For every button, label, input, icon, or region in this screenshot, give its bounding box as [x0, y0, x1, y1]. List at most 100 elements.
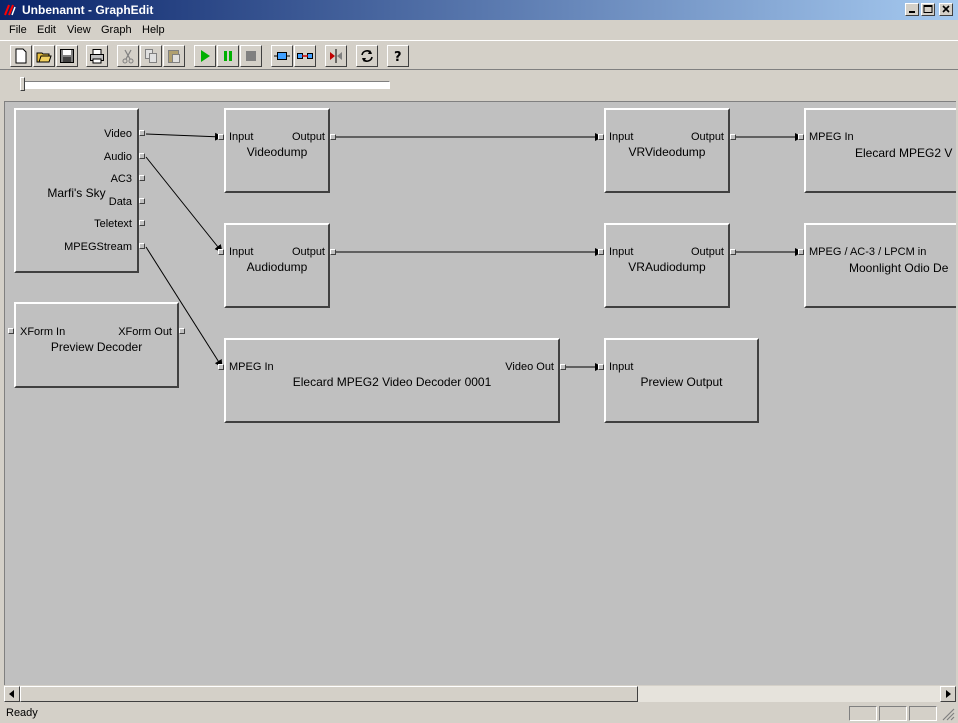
filter-moonlight-odio-decoder[interactable]: MPEG / AC-3 / LPCM in Moonlight Odio De: [804, 223, 956, 308]
pin-xform-in[interactable]: [8, 328, 14, 334]
open-button[interactable]: [33, 45, 55, 67]
close-button[interactable]: [939, 3, 953, 16]
filter-videodump[interactable]: Input Output Videodump: [224, 108, 330, 193]
seek-button[interactable]: [271, 45, 293, 67]
copy-button[interactable]: [140, 45, 162, 67]
seek-bar: [0, 71, 958, 99]
save-button[interactable]: [56, 45, 78, 67]
filter-preview-decoder[interactable]: XForm In XForm Out Preview Decoder: [14, 302, 179, 388]
pin-videodump-out[interactable]: [330, 134, 336, 140]
filter-elecard-mpeg2-video[interactable]: MPEG In Elecard MPEG2 V: [804, 108, 956, 193]
pin-label-output: Output: [690, 131, 724, 143]
pin-vraudiodump-out[interactable]: [730, 249, 736, 255]
pin-decoder-out[interactable]: [560, 364, 566, 370]
pin-label-xform-out: XForm Out: [118, 326, 172, 338]
pin-audiodump-in[interactable]: [218, 249, 224, 255]
filter-marfis-sky[interactable]: Marfi's Sky Video Audio AC3 Data Teletex…: [14, 108, 139, 273]
pin-vrvideodump-in[interactable]: [598, 134, 604, 140]
menu-file[interactable]: File: [9, 24, 27, 36]
scroll-right-button[interactable]: [940, 686, 956, 702]
status-panel: [909, 706, 937, 721]
open-icon: [36, 52, 52, 63]
pin-decoder-in[interactable]: [218, 364, 224, 370]
filter-elecard-decoder[interactable]: MPEG In Video Out Elecard MPEG2 Video De…: [224, 338, 560, 423]
rotate-button[interactable]: [325, 45, 347, 67]
rotate-icon: [330, 49, 342, 63]
maximize-button[interactable]: [921, 3, 935, 16]
pin-previewoutput-in[interactable]: [598, 364, 604, 370]
toolbar: ?: [0, 40, 958, 70]
horizontal-scrollbar[interactable]: [4, 686, 956, 702]
pin-ac3-out[interactable]: [139, 175, 145, 181]
pin-label-input: Input: [609, 246, 634, 258]
connection-video-videodump: [145, 132, 223, 141]
pin-audio-out[interactable]: [139, 153, 145, 159]
pin-xform-out[interactable]: [179, 328, 185, 334]
seek-icon: [274, 52, 290, 60]
menu-help[interactable]: Help: [142, 24, 165, 36]
pin-audiodump-out[interactable]: [330, 249, 336, 255]
arrow-left-icon: [9, 690, 14, 698]
help-button[interactable]: ?: [387, 45, 409, 67]
pin-video-out[interactable]: [139, 130, 145, 136]
pin-teletext-out[interactable]: [139, 220, 145, 226]
filter-name: VRVideodump: [628, 145, 706, 159]
play-button[interactable]: [194, 45, 216, 67]
filter-vraudiodump[interactable]: Input Output VRAudiodump: [604, 223, 730, 308]
scroll-thumb[interactable]: [20, 686, 638, 702]
pin-label-output: Output: [690, 246, 724, 258]
cut-button[interactable]: [117, 45, 139, 67]
menu-view[interactable]: View: [67, 24, 91, 36]
status-text: Ready: [6, 707, 38, 719]
pin-label-xform-in: XForm In: [20, 326, 66, 338]
menu-edit[interactable]: Edit: [37, 24, 56, 36]
filter-vrvideodump[interactable]: Input Output VRVideodump: [604, 108, 730, 193]
filter-preview-output[interactable]: Input Preview Output: [604, 338, 759, 423]
pin-label-data: Data: [108, 196, 132, 208]
pin-label-input: Input: [609, 361, 634, 373]
paste-icon: [168, 50, 180, 63]
filter-name: Videodump: [246, 145, 308, 159]
connection-audio-audiodump: [145, 156, 223, 253]
seek-slider-thumb[interactable]: [20, 77, 25, 91]
status-panel: [849, 706, 877, 721]
pause-icon: [224, 51, 232, 61]
pin-elecard-in[interactable]: [798, 134, 804, 140]
graphedit-app-icon: [4, 4, 16, 16]
refresh-button[interactable]: [356, 45, 378, 67]
stop-button[interactable]: [240, 45, 262, 67]
cut-icon: [122, 49, 134, 64]
new-icon: [15, 48, 27, 64]
pin-label-mpeg-ac3-lpcm-in: MPEG / AC-3 / LPCM in: [809, 246, 927, 258]
help-icon: ?: [394, 50, 402, 64]
status-bar: Ready: [0, 704, 958, 723]
menu-graph[interactable]: Graph: [101, 24, 132, 36]
pause-button[interactable]: [217, 45, 239, 67]
pin-moonlight-in[interactable]: [798, 249, 804, 255]
render-icon: [297, 53, 313, 59]
pin-vrvideodump-out[interactable]: [730, 134, 736, 140]
pin-data-out[interactable]: [139, 198, 145, 204]
filter-name: Preview Output: [640, 375, 723, 389]
pin-label-output: Output: [291, 246, 325, 258]
graph-canvas[interactable]: Marfi's Sky Video Audio AC3 Data Teletex…: [4, 101, 956, 685]
seek-track[interactable]: [22, 81, 390, 89]
refresh-icon: [361, 50, 373, 62]
scroll-left-button[interactable]: [4, 686, 20, 702]
filter-name: Elecard MPEG2 V: [855, 146, 953, 160]
render-button[interactable]: [294, 45, 316, 67]
window-title: Unbenannt - GraphEdit: [22, 3, 154, 17]
minimize-button[interactable]: [905, 3, 919, 16]
pin-label-video: Video: [104, 128, 132, 140]
new-button[interactable]: [10, 45, 32, 67]
pin-mpegstream-out[interactable]: [139, 243, 145, 249]
paste-button[interactable]: [163, 45, 185, 67]
pin-vraudiodump-in[interactable]: [598, 249, 604, 255]
play-icon: [201, 50, 210, 62]
pin-label-mpegstream: MPEGStream: [64, 241, 132, 253]
filter-audiodump[interactable]: Input Output Audiodump: [224, 223, 330, 308]
resize-grip-icon[interactable]: [942, 708, 955, 721]
print-button[interactable]: [86, 45, 108, 67]
pin-videodump-in[interactable]: [218, 134, 224, 140]
pin-label-output: Output: [291, 131, 325, 143]
